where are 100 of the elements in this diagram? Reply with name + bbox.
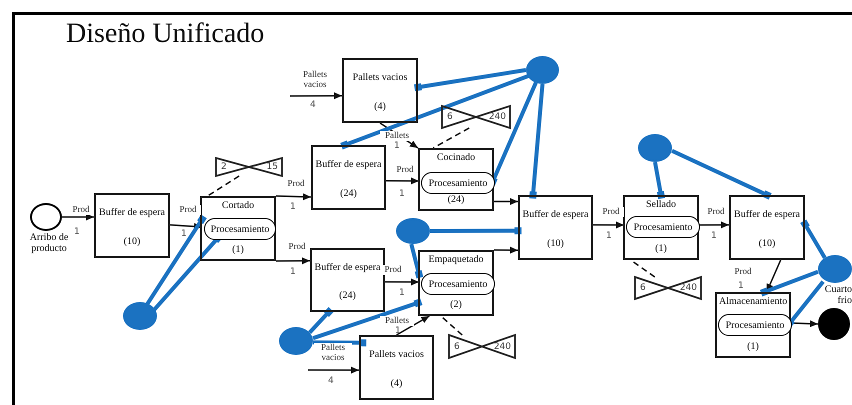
quantity-label: 1 xyxy=(181,229,187,239)
resource-circle xyxy=(526,56,559,84)
resource-link xyxy=(760,270,819,296)
node-value: (10) xyxy=(122,236,142,248)
quantity-label: 1 xyxy=(74,227,80,237)
buffer-box xyxy=(310,248,385,312)
buffer-box xyxy=(311,145,386,210)
quantity-label: 1 xyxy=(290,267,296,277)
inventory-number: 240 xyxy=(680,283,697,293)
node-title: Pallets vacios xyxy=(352,71,408,84)
node-value: (4) xyxy=(390,378,404,390)
node-value: (1) xyxy=(746,341,760,353)
node-title: Sellado xyxy=(645,198,677,211)
quantity-label: 1 xyxy=(399,189,405,199)
process-box xyxy=(200,196,276,261)
resource-link xyxy=(308,307,334,334)
node-value: (24) xyxy=(446,194,466,206)
arrow xyxy=(276,257,310,264)
buffer-box xyxy=(359,335,434,400)
node-value: (10) xyxy=(758,238,776,250)
arrow xyxy=(276,193,312,200)
node-title: Cocinado xyxy=(436,151,476,164)
arrow xyxy=(290,92,342,100)
node-title: Buffer de espera xyxy=(315,158,382,171)
node-title: Buffer de espera xyxy=(314,261,381,274)
arrow xyxy=(385,278,419,286)
node-title: Buffer de espera xyxy=(522,208,589,221)
process-pill: Procesamiento xyxy=(204,218,276,240)
arrow xyxy=(593,221,624,228)
resource-link xyxy=(409,244,424,279)
dashed-link xyxy=(440,315,463,336)
process-box xyxy=(418,250,494,316)
resource-link xyxy=(800,219,827,259)
edge-label: Pallets xyxy=(380,316,414,326)
node-value: (24) xyxy=(338,290,357,302)
resource-circle xyxy=(818,255,852,283)
buffer-box xyxy=(518,195,593,260)
quantity-label: 1 xyxy=(290,202,296,212)
inventory-number: 2 xyxy=(221,162,227,172)
quantity-label: 1 xyxy=(395,326,401,336)
inventory-number: 6 xyxy=(447,112,453,122)
resource-link xyxy=(312,298,422,340)
inventory-number: 240 xyxy=(494,342,511,352)
quantity-label: 4 xyxy=(328,376,334,386)
node-value: (10) xyxy=(546,238,565,250)
node-value: (1) xyxy=(231,244,245,256)
node-title: Empaquetado xyxy=(428,253,484,266)
resource-circle xyxy=(279,327,313,355)
dashed-link xyxy=(207,175,240,197)
resource-link xyxy=(653,162,666,200)
resource-link xyxy=(671,148,772,200)
resource-link xyxy=(312,339,366,346)
quantity-label: 1 xyxy=(394,141,400,151)
resource-link xyxy=(430,227,522,234)
node-caption: Cuarto frio xyxy=(824,284,852,306)
resource-circle xyxy=(396,218,430,244)
end-circle xyxy=(818,308,850,340)
process-pill: Procesamiento xyxy=(626,216,700,238)
process-pill: Procesamiento xyxy=(718,314,792,336)
resource-link xyxy=(340,74,530,150)
arrow xyxy=(698,221,729,228)
node-title: Pallets vacios xyxy=(368,348,425,361)
process-pill: Procesamiento xyxy=(421,172,495,194)
resource-circle xyxy=(638,134,672,162)
resource-circle xyxy=(123,302,157,330)
process-box xyxy=(715,292,791,358)
node-value: (24) xyxy=(339,188,358,200)
edge-label: Pallets xyxy=(380,131,414,141)
node-title: Almacenamiento xyxy=(719,295,787,308)
node-title: Cortado xyxy=(220,199,256,212)
inventory-number: 6 xyxy=(640,283,646,293)
diagram-title: Diseño Unificado xyxy=(66,18,264,50)
arrow xyxy=(494,246,518,254)
arrow xyxy=(386,177,419,184)
quantity-label: 1 xyxy=(738,281,744,291)
start-circle xyxy=(30,203,62,231)
quantity-label: 1 xyxy=(711,231,717,241)
node-value: (2) xyxy=(449,299,463,311)
node-title: Buffer de espera xyxy=(733,208,801,221)
node-value: (1) xyxy=(654,243,668,255)
buffer-box xyxy=(342,58,418,123)
arrow xyxy=(308,366,359,374)
buffer-box xyxy=(94,193,170,258)
quantity-label: 1 xyxy=(606,231,612,241)
arrow xyxy=(494,198,518,206)
node-caption: Arribo de producto xyxy=(28,232,70,254)
node-value: (4) xyxy=(373,101,387,113)
process-pill: Procesamiento xyxy=(421,273,495,295)
resource-link xyxy=(529,84,544,199)
edge-label: Pallets vacios xyxy=(314,343,352,363)
arrow xyxy=(62,214,94,221)
arrow xyxy=(170,222,202,230)
resource-link xyxy=(145,214,207,306)
quantity-label: 1 xyxy=(399,288,405,298)
inventory-number: 6 xyxy=(454,342,460,352)
dashed-link xyxy=(630,259,656,278)
resource-link xyxy=(414,68,526,92)
process-box xyxy=(418,148,494,211)
arrow xyxy=(396,315,430,336)
buffer-box xyxy=(729,195,805,260)
